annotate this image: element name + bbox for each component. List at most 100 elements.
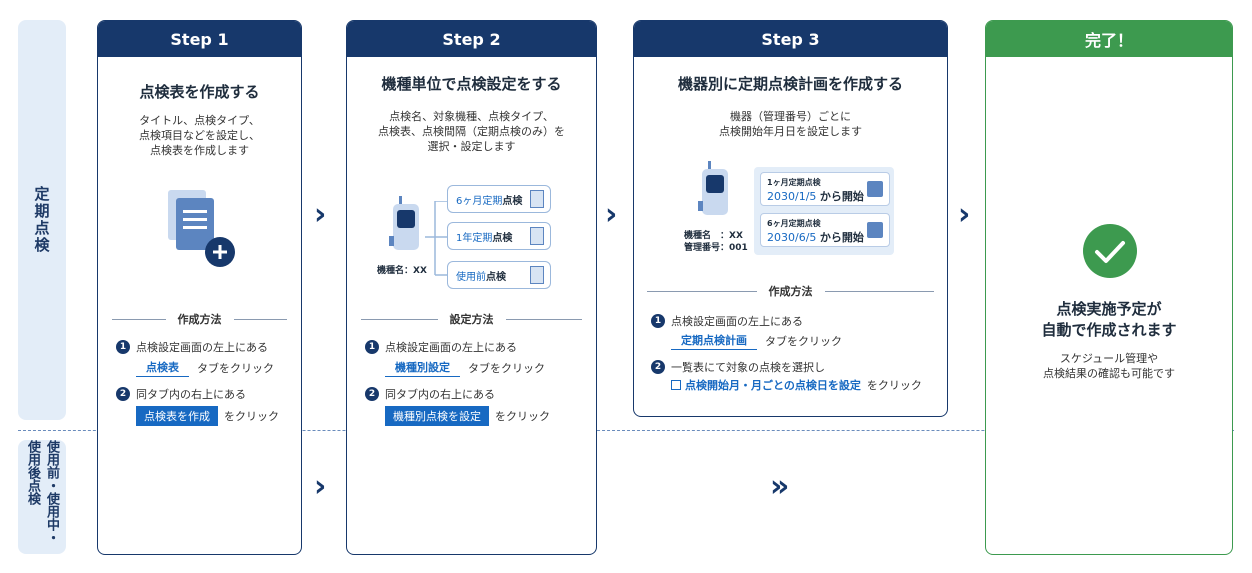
- document-icon: [530, 227, 544, 245]
- sidebar-periodic: 定期点検: [18, 20, 66, 420]
- step1-s2-text: 同タブ内の右上にある: [136, 388, 246, 401]
- done-title-line: 自動で作成されます: [1041, 321, 1177, 339]
- step2-method-label: 設定方法: [449, 313, 494, 326]
- step2-instruction-2b: 機種別点検を設定をクリック: [385, 406, 550, 426]
- step1-s2-after: をクリック: [224, 410, 279, 423]
- step2-header: Step 2: [347, 21, 596, 57]
- done-desc-line: スケジュール管理や: [1059, 352, 1159, 365]
- pill-6month-prefix: 6ヶ月定期: [456, 195, 503, 207]
- step1-desc: タイトル、点検タイプ、 点検項目などを設定し、 点検表を作成します: [98, 113, 301, 158]
- step-number-1: 1: [116, 340, 130, 354]
- document-add-icon: [168, 190, 235, 267]
- done-desc: スケジュール管理や 点検結果の確認も可能です: [986, 351, 1232, 381]
- step3-instruction-2b: 点検開始月・月ごとの点検日を設定をクリック: [671, 377, 922, 393]
- done-title-line: 点検実施予定が: [1056, 300, 1162, 318]
- step1-instruction-2b: 点検表を作成をクリック: [136, 406, 279, 426]
- calendar-icon: [867, 181, 883, 197]
- step2-method-heading: 設定方法: [361, 311, 582, 327]
- step3-instruction-1b: 定期点検計画タブをクリック: [671, 332, 842, 350]
- tab-model-setting[interactable]: 機種別設定: [385, 359, 460, 377]
- plan1-label: 1ヶ月定期点検: [767, 178, 821, 187]
- done-header: 完了！: [986, 21, 1232, 57]
- chevron-right-icon: ›: [314, 197, 327, 232]
- step3-header: Step 3: [634, 21, 947, 57]
- pill-preuse-suffix: 点検: [486, 271, 506, 283]
- step2-s1-text: 点検設定画面の左上にある: [385, 341, 517, 354]
- step1-desc-line: 点検表を作成します: [150, 144, 249, 157]
- step1-desc-line: タイトル、点検タイプ、: [139, 114, 260, 127]
- step-number-2: 2: [116, 387, 130, 401]
- step2-desc-line: 点検表、点検間隔（定期点検のみ）を: [378, 125, 565, 138]
- step1-instruction-1b: 点検表タブをクリック: [136, 359, 274, 377]
- step1-title: 点検表を作成する: [139, 83, 260, 101]
- step1-method-label: 作成方法: [177, 313, 222, 326]
- pill-6month-suffix: 点検: [502, 195, 523, 207]
- step1-desc-line: 点検項目などを設定し、: [139, 129, 260, 142]
- document-icon: [530, 190, 544, 208]
- step3-instruction-1: 1 点検設定画面の左上にある: [651, 313, 803, 329]
- plan1-suffix: から開始: [819, 190, 864, 203]
- tab-inspection-sheet[interactable]: 点検表: [136, 359, 189, 377]
- step3-desc-line: 点検開始年月日を設定します: [719, 125, 862, 138]
- step1-method-heading: 作成方法: [112, 311, 287, 327]
- tab-periodic-plan[interactable]: 定期点検計画: [671, 332, 757, 350]
- plan-card-6month: 6ヶ月定期点検 2030/6/5 から開始: [760, 213, 890, 247]
- step2-desc-line: 選択・設定します: [427, 140, 516, 153]
- chevron-right-icon: ›: [605, 197, 618, 232]
- step3-s2-text: 一覧表にて対象の点検を選択し: [671, 361, 825, 374]
- plan-card-1month: 1ヶ月定期点検 2030/1/5 から開始: [760, 172, 890, 206]
- sidebar-usage-label: 使用前・使用中・使用後点検: [25, 440, 59, 544]
- step1-s1-text: 点検設定画面の左上にある: [136, 341, 268, 354]
- connector-lines: [425, 201, 449, 276]
- step1-instruction-2: 2 同タブ内の右上にある: [116, 386, 246, 402]
- model-inspection-button[interactable]: 機種別点検を設定: [385, 406, 489, 426]
- step2-s1-after: タブをクリック: [468, 362, 545, 375]
- step1-instruction-1: 1 点検設定画面の左上にある: [116, 339, 268, 355]
- done-desc-line: 点検結果の確認も可能です: [1043, 367, 1175, 380]
- step-number-2: 2: [651, 360, 665, 374]
- pill-1year-suffix: 点検: [492, 232, 513, 244]
- plan1-date: 2030/1/5: [767, 190, 817, 203]
- section-divider: [18, 430, 1234, 431]
- step3-method-heading: 作成方法: [647, 283, 934, 299]
- double-chevron-right-icon: »: [770, 469, 790, 504]
- plan2-suffix: から開始: [819, 231, 864, 244]
- step3-device-info: 機種名 ：XX 管理番号：001: [684, 230, 748, 254]
- step2-column: Step 2 機種単位で点検設定をする 点検名、対象機種、点検タイプ、 点検表、…: [346, 20, 597, 555]
- step2-instruction-1b: 機種別設定タブをクリック: [385, 359, 545, 377]
- step2-instruction-1: 1 点検設定画面の左上にある: [365, 339, 517, 355]
- step3-s1-after: タブをクリック: [765, 335, 842, 348]
- step2-desc-line: 点検名、対象機種、点検タイプ、: [389, 110, 554, 123]
- step-number-1: 1: [365, 340, 379, 354]
- step2-desc: 点検名、対象機種、点検タイプ、 点検表、点検間隔（定期点検のみ）を 選択・設定し…: [347, 109, 596, 154]
- step1-column: Step 1 点検表を作成する タイトル、点検タイプ、 点検項目などを設定し、 …: [97, 20, 302, 555]
- step3-title: 機器別に定期点検計画を作成する: [677, 75, 903, 93]
- set-inspection-date-link[interactable]: 点検開始月・月ごとの点検日を設定: [685, 379, 861, 392]
- document-icon: [530, 266, 544, 284]
- step3-device-name: 機種名 ：XX: [684, 231, 743, 241]
- step3-instruction-2: 2 一覧表にて対象の点検を選択し: [651, 359, 825, 375]
- step2-s2-text: 同タブ内の右上にある: [385, 388, 495, 401]
- done-title: 点検実施予定が 自動で作成されます: [986, 299, 1232, 341]
- step-number-2: 2: [365, 387, 379, 401]
- plan2-date: 2030/6/5: [767, 231, 817, 244]
- step3-s1-text: 点検設定画面の左上にある: [671, 315, 803, 328]
- pill-preuse: 使用前点検: [447, 261, 551, 289]
- step-number-1: 1: [651, 314, 665, 328]
- device-icon: [698, 161, 728, 215]
- step3-device-id: 管理番号：001: [684, 243, 748, 253]
- step2-instruction-2: 2 同タブ内の右上にある: [365, 386, 495, 402]
- chevron-right-icon: ›: [958, 197, 971, 232]
- calendar-icon: [671, 380, 681, 390]
- device-icon: [389, 196, 419, 250]
- step3-desc-line: 機器（管理番号）ごとに: [730, 110, 851, 123]
- pill-preuse-prefix: 使用前: [456, 271, 486, 283]
- step2-device-label: 機種名：XX: [377, 266, 427, 276]
- pill-1year-prefix: 1年定期: [456, 232, 493, 244]
- step1-header: Step 1: [98, 21, 301, 57]
- create-sheet-button[interactable]: 点検表を作成: [136, 406, 218, 426]
- step2-title: 機種単位で点検設定をする: [381, 75, 562, 93]
- step3-column: Step 3 機器別に定期点検計画を作成する 機器（管理番号）ごとに 点検開始年…: [633, 20, 948, 417]
- plan2-label: 6ヶ月定期点検: [767, 219, 821, 228]
- step3-method-label: 作成方法: [768, 285, 813, 298]
